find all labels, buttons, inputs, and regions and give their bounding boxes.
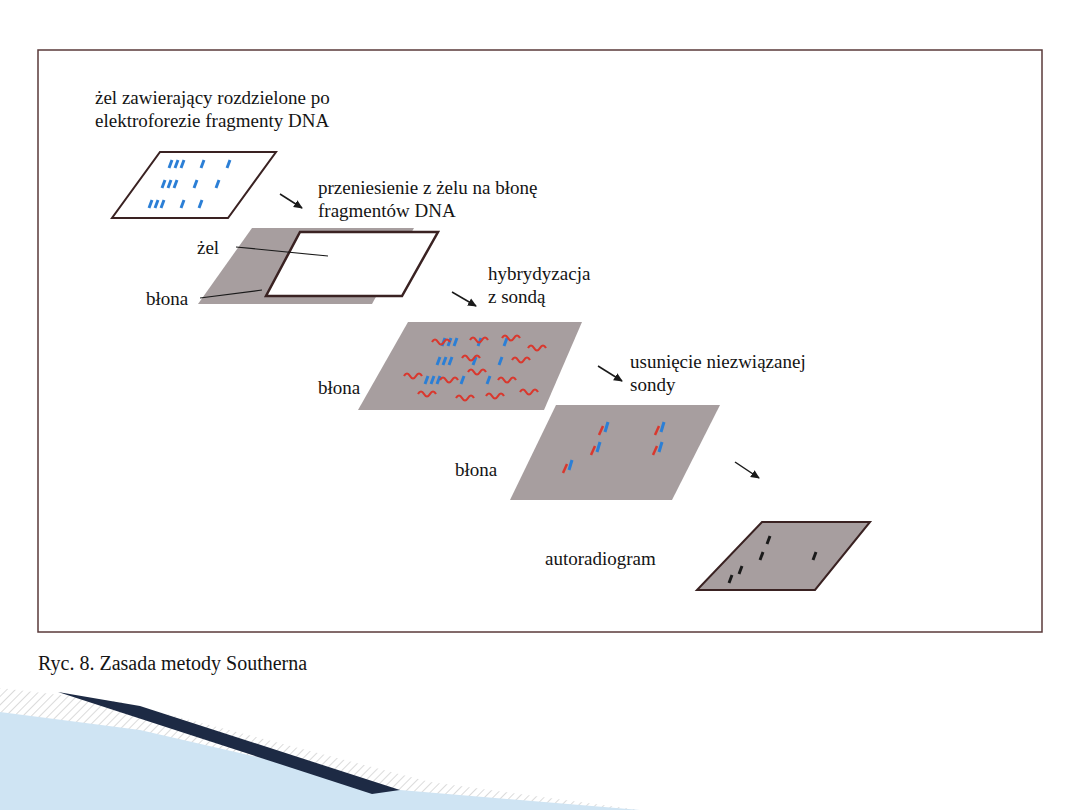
band-stroke (175, 160, 178, 168)
probe-strand (468, 370, 486, 375)
band-stroke (655, 426, 659, 435)
band-stroke (653, 446, 657, 455)
leader-line (200, 290, 262, 298)
band-stroke (181, 160, 184, 168)
part-label: żel (197, 236, 237, 259)
probe-strand (528, 346, 546, 351)
band-stroke (605, 422, 608, 432)
part-label: autoradiogram (545, 547, 695, 570)
band-stroke (425, 376, 428, 384)
bound-probe (563, 422, 664, 473)
band-stroke (487, 376, 490, 384)
dna-bands (149, 160, 230, 208)
band-stroke (563, 464, 567, 473)
band-stroke (591, 446, 595, 455)
probe-strand (440, 378, 458, 383)
band-stroke (443, 357, 446, 365)
part-label: błona (318, 376, 378, 399)
navy-swoosh (58, 692, 400, 794)
probe-and-dna (404, 336, 546, 401)
part-label: błona (146, 287, 206, 310)
gel-sheet (112, 152, 276, 218)
step-arrow (280, 194, 302, 208)
band-stroke (199, 200, 202, 208)
band-stroke (161, 200, 164, 208)
step-arrow (452, 292, 476, 306)
step-arrow (598, 366, 622, 381)
band-stroke (162, 180, 165, 188)
band-stroke (169, 160, 172, 168)
autoradiogram-sheet (697, 522, 870, 590)
band-stroke (504, 338, 507, 346)
probe-strand (502, 336, 520, 341)
band-stroke (437, 357, 440, 365)
band-stroke (449, 357, 452, 365)
band-stroke (149, 200, 152, 208)
probe-strand (432, 340, 450, 345)
step-label: usunięcie niezwiązanej sondy (630, 350, 808, 396)
band-stroke (599, 426, 603, 435)
probe-strand (498, 378, 516, 383)
band-stroke (659, 442, 662, 452)
probe-strand (404, 374, 422, 379)
band-stroke (661, 422, 664, 432)
band-stroke (597, 442, 600, 452)
band-stroke (168, 180, 171, 188)
band-stroke (181, 200, 184, 208)
band-stroke (227, 160, 230, 168)
hatched-corner (0, 688, 640, 810)
step-label: hybrydyzacja z sondą (488, 262, 598, 308)
band-stroke (569, 460, 572, 470)
band-stroke (216, 180, 219, 188)
figure-frame (38, 50, 1042, 632)
band-stroke (155, 200, 158, 208)
band-stroke (461, 376, 464, 384)
probe-strand (418, 392, 436, 397)
step-arrow (735, 462, 759, 478)
light-blue-band (0, 712, 640, 810)
probe-strand (462, 356, 480, 361)
probe-strand (456, 396, 474, 401)
band-stroke (437, 376, 440, 384)
step-label: żel zawierający rozdzielone po elektrofo… (95, 86, 357, 132)
band-stroke (201, 160, 204, 168)
probe-strand (520, 390, 538, 395)
band-stroke (499, 357, 502, 365)
band-stroke (194, 180, 197, 188)
step-label: przeniesienie z żelu na błonę fragmentów… (318, 176, 568, 222)
probe-strand (470, 338, 488, 343)
probe-strand (486, 394, 504, 399)
probe-strand (512, 358, 530, 363)
band-stroke (174, 180, 177, 188)
band-stroke (431, 376, 434, 384)
leader-line (236, 247, 328, 256)
autoradiogram-bands (729, 536, 816, 583)
figure-caption: Ryc. 8. Zasada metody Southerna (38, 652, 307, 675)
membrane-sheet (358, 322, 582, 410)
band-stroke (454, 338, 457, 346)
gel-on-membrane (266, 232, 438, 296)
membrane-sheet (510, 405, 720, 500)
part-label: błona (455, 458, 515, 481)
